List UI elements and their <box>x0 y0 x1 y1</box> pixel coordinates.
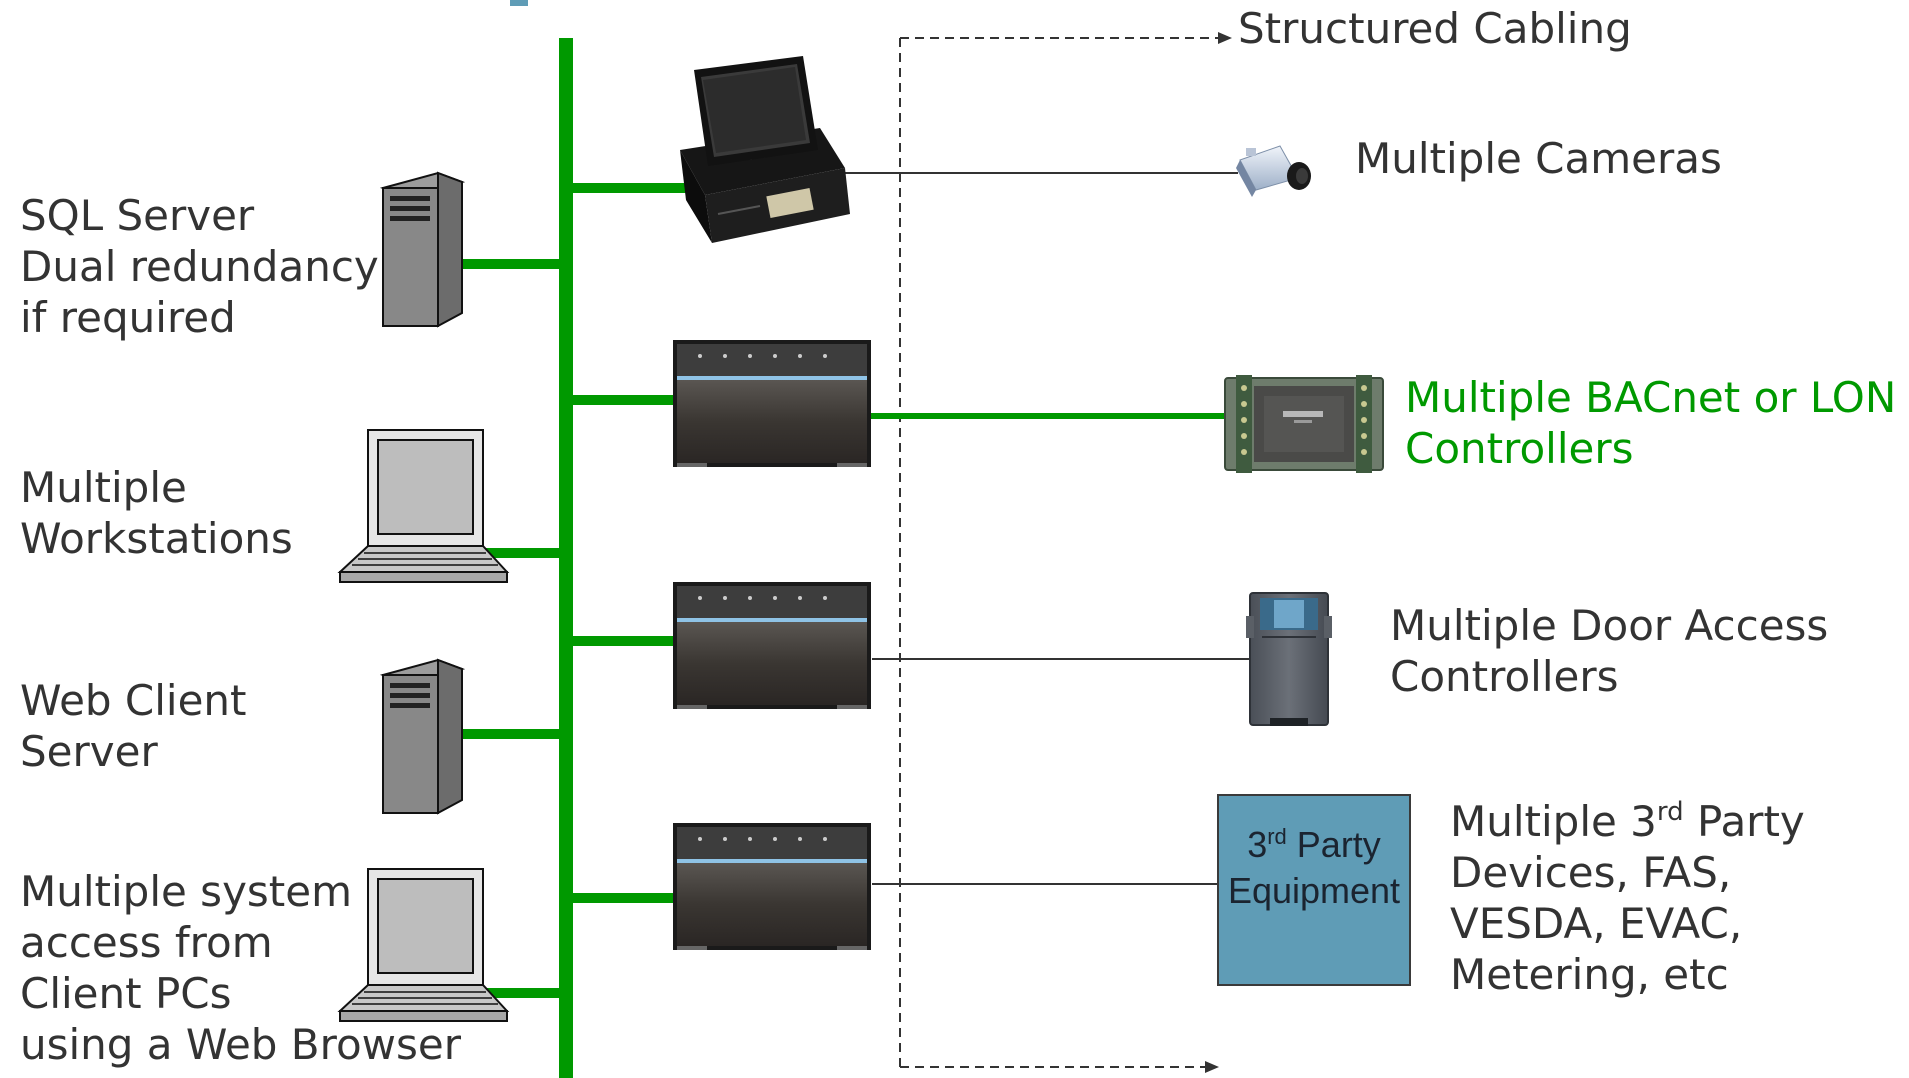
workstations-label: Multiple Workstations <box>20 462 293 564</box>
bus-branch-panel-2 <box>573 636 673 646</box>
sql-server-label: SQL Server Dual redundancy if required <box>20 190 379 343</box>
structured-cabling-line <box>899 32 1232 1073</box>
client-pcs-label-line: access from <box>20 918 273 967</box>
bacnet-controller-icon <box>1224 375 1384 473</box>
arrow-head-top <box>1218 32 1232 44</box>
controller-panel-icon <box>673 823 871 950</box>
controller-panel-icon <box>673 582 871 709</box>
third-party-label-line: VESDA, EVAC, <box>1450 899 1743 948</box>
structured-cabling-text: Structured Cabling <box>1238 4 1632 53</box>
third-party-label-number: Multiple 3 <box>1450 797 1657 846</box>
client-pcs-label-line: Multiple system <box>20 867 353 916</box>
third-party-equipment-box <box>1217 794 1411 986</box>
workstations-label-line: Workstations <box>20 514 293 563</box>
laptop-icon <box>337 868 510 1022</box>
third-party-label-superscript: rd <box>1656 797 1684 827</box>
third-party-label-line: Metering, etc <box>1450 950 1729 999</box>
third-party-devices-label: Multiple 3rd Party Devices, FAS, VESDA, … <box>1450 796 1805 1000</box>
bus-branch-panel-3 <box>573 893 673 903</box>
structured-cabling-label: Structured Cabling <box>1238 3 1632 54</box>
client-pcs-label: Multiple system access from Client PCs u… <box>20 866 461 1070</box>
door-access-controller-icon <box>1246 592 1332 726</box>
ip-camera-icon <box>1236 145 1311 197</box>
bus-branch-sql <box>460 259 560 269</box>
third-party-box-line: 3rd Party <box>1218 822 1410 868</box>
door-access-label-line: Controllers <box>1390 652 1619 701</box>
cameras-text: Multiple Cameras <box>1355 134 1722 183</box>
web-client-label-line: Web Client <box>20 676 247 725</box>
bus-branch-web-client <box>460 729 560 739</box>
bus-branch-client-pcs <box>478 988 560 998</box>
bus-branch-workstation <box>573 183 688 193</box>
bacnet-link <box>870 413 1226 419</box>
network-bus <box>460 38 688 1078</box>
controller-panel-icon <box>673 340 871 467</box>
bus-branch-panel-1 <box>573 395 673 405</box>
desktop-workstation-icon <box>680 56 850 243</box>
sql-server-label-line: if required <box>20 293 236 342</box>
third-party-box-number: 3 <box>1247 824 1268 865</box>
third-party-box-superscript: rd <box>1267 824 1287 849</box>
tower-server-icon <box>379 658 466 815</box>
sql-server-label-line: SQL Server <box>20 191 255 240</box>
third-party-box-label: 3rd Party Equipment <box>1218 822 1410 914</box>
client-pcs-label-line: using a Web Browser <box>20 1020 461 1069</box>
bus-trunk <box>559 38 573 1078</box>
bacnet-label-line: Controllers <box>1405 424 1634 473</box>
heading-fragment <box>510 0 528 6</box>
tower-server-icon <box>379 171 466 328</box>
arrow-head-bottom <box>1205 1061 1219 1073</box>
workstations-label-line: Multiple <box>20 463 187 512</box>
client-pcs-label-line: Client PCs <box>20 969 232 1018</box>
third-party-label-line: Multiple 3rd Party <box>1450 796 1805 847</box>
third-party-box-suffix: Party <box>1286 824 1381 865</box>
third-party-label-suffix: Party <box>1683 797 1805 846</box>
bacnet-label-line: Multiple BACnet or LON <box>1405 373 1897 422</box>
web-client-server-label: Web Client Server <box>20 675 247 777</box>
laptop-icon <box>337 429 510 583</box>
door-access-label-line: Multiple Door Access <box>1390 601 1829 650</box>
cameras-label: Multiple Cameras <box>1355 133 1722 184</box>
web-client-label-line: Server <box>20 727 158 776</box>
third-party-label-line: Devices, FAS, <box>1450 848 1732 897</box>
sql-server-label-line: Dual redundancy <box>20 242 379 291</box>
bacnet-lon-label: Multiple BACnet or LON Controllers <box>1405 372 1896 474</box>
door-access-label: Multiple Door Access Controllers <box>1390 600 1828 702</box>
third-party-box-line: Equipment <box>1227 870 1401 911</box>
bus-branch-workstations <box>478 548 560 558</box>
